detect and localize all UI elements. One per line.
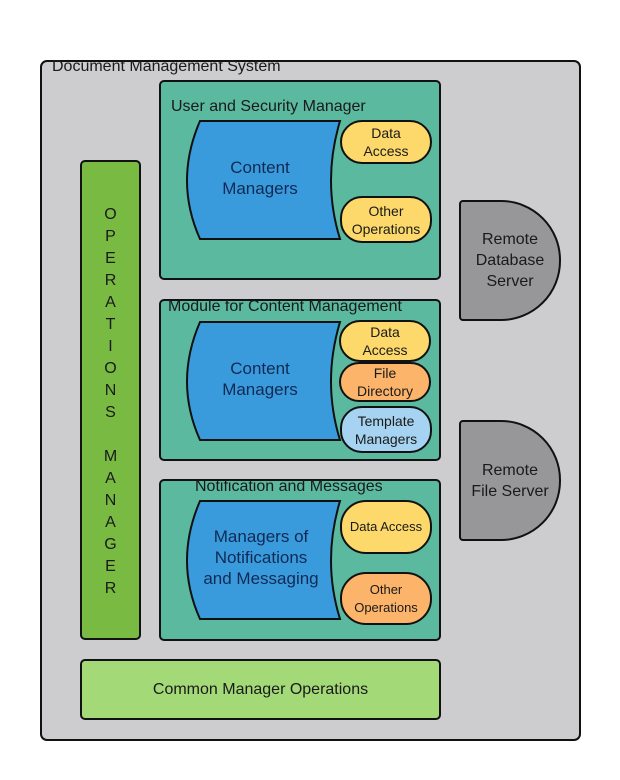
cylinder-label-line: Content <box>230 158 290 177</box>
common-manager-operations: Common Manager Operations <box>80 659 441 720</box>
cylinder-label: Managers of Notifications and Messaging <box>186 526 336 589</box>
ops-letter: E <box>105 250 116 267</box>
component-label: Access <box>362 342 408 358</box>
server-label: Remote <box>481 461 538 479</box>
ops-letter: A <box>105 294 116 311</box>
cylinder-label-line: Managers <box>222 380 298 399</box>
ops-letter: N <box>104 382 117 399</box>
system-title: Document Management System <box>52 58 281 75</box>
ops-letter: A <box>105 514 116 531</box>
common-operations-label: Common Manager Operations <box>152 680 369 698</box>
ops-letter: N <box>104 492 117 509</box>
module-title: User and Security Manager <box>171 98 366 115</box>
component-label: Managers <box>354 430 418 447</box>
component-data-access: Data Access <box>340 500 432 554</box>
component-label: Template <box>357 412 415 429</box>
ops-letter: T <box>105 316 116 333</box>
ops-letter: R <box>104 580 117 597</box>
component-label: Other <box>368 202 404 219</box>
component-label: Data <box>370 324 400 340</box>
component-label: Operations <box>354 599 418 615</box>
ops-letter: O <box>104 206 117 223</box>
component-label: Other <box>369 581 403 597</box>
cylinder-label-line: Managers <box>222 179 298 198</box>
ops-letter: R <box>104 272 117 289</box>
server-label: File Server <box>471 482 549 500</box>
server-label: Server <box>486 273 534 290</box>
cylinder-notification-managers <box>186 500 342 620</box>
ops-letter: P <box>105 228 116 245</box>
ops-letter: E <box>105 558 116 575</box>
ops-letter: M <box>103 448 118 465</box>
component-label: Data Access <box>349 519 423 534</box>
ops-letter: G <box>104 536 117 553</box>
ops-letter: I <box>108 338 113 355</box>
server-label: Remote <box>481 231 539 248</box>
cylinder-label-line: and Messaging <box>203 569 319 588</box>
ops-letter: O <box>104 360 117 377</box>
operations-manager: O P E R A T I O N S M A N A G E R <box>80 160 141 640</box>
cylinder-content-managers <box>186 120 342 240</box>
component-label: Operations <box>351 220 421 237</box>
component-label: File <box>373 365 397 381</box>
cylinder-label-line: Managers of <box>213 527 309 546</box>
cylinder-content-managers <box>186 321 342 441</box>
component-label: Access <box>363 143 409 159</box>
component-label: Data <box>371 125 401 141</box>
cylinder-label-line: Content <box>230 359 290 378</box>
module-title: Module for Content Management <box>168 298 402 315</box>
component-label: Directory <box>356 383 413 399</box>
ops-letter: S <box>105 404 116 421</box>
cylinder-label-line: Notifications <box>214 548 308 567</box>
cylinder-label: Content Managers <box>190 358 330 400</box>
ops-letter: A <box>105 470 116 487</box>
module-title: Notification and Messages <box>195 478 383 495</box>
server-label: Database <box>475 252 545 269</box>
cylinder-label: Content Managers <box>190 157 330 199</box>
